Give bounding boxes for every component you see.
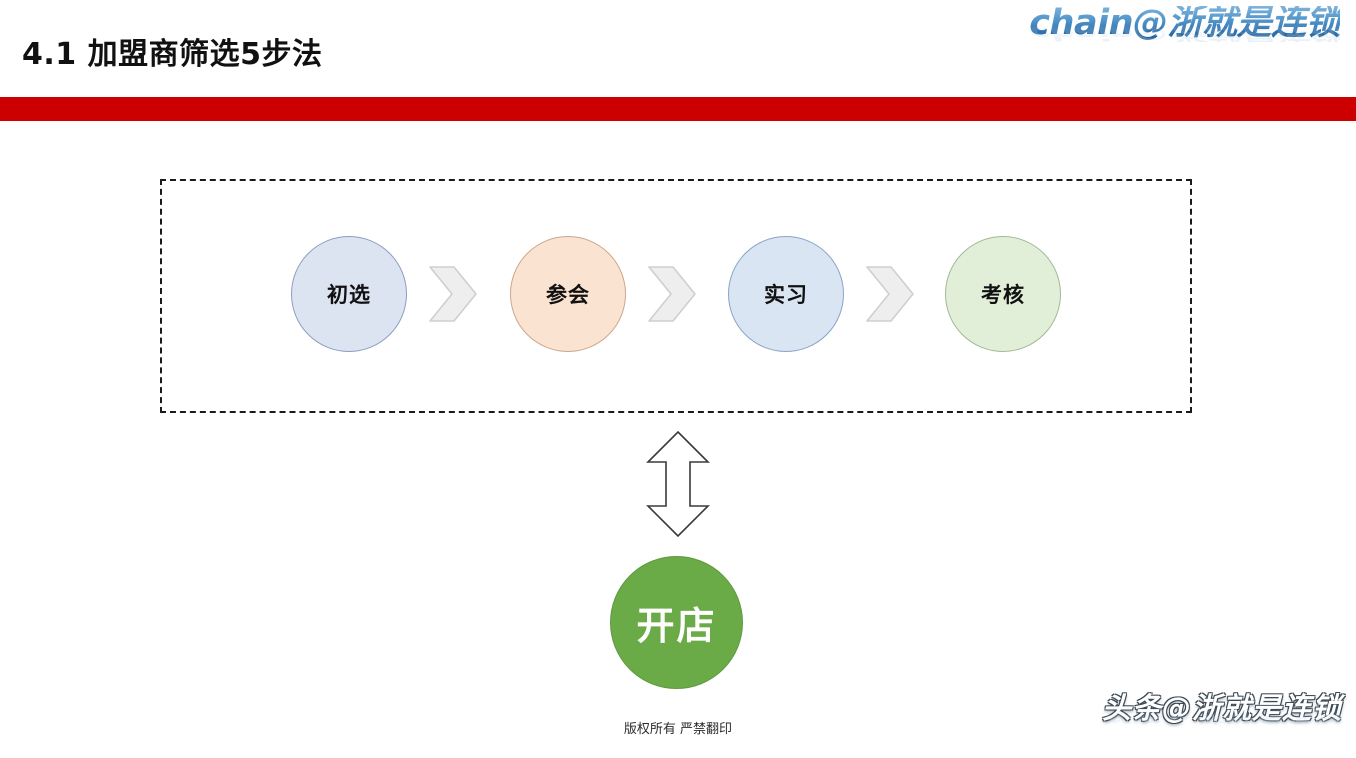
chevron-right-icon <box>866 266 914 322</box>
chevron-right-icon <box>648 266 696 322</box>
chevron-right-icon <box>429 266 477 322</box>
process-step-1[interactable]: 初选 <box>291 236 407 352</box>
process-step-4-label: 考核 <box>981 283 1025 307</box>
page-title: 4.1 加盟商筛选5步法 <box>22 37 323 72</box>
copyright-note: 版权所有 严禁翻印 <box>623 722 733 737</box>
process-frame <box>160 179 1192 413</box>
page-watermark: 头条@浙就是连锁 头条@浙就是连锁 <box>992 694 1342 754</box>
double-headed-arrow-icon <box>646 430 710 538</box>
brand-logo-reflection: chain@浙就是连锁 <box>1029 21 1340 44</box>
process-step-3-label: 实习 <box>764 283 808 307</box>
process-step-2[interactable]: 参会 <box>510 236 626 352</box>
outcome-node-label: 开店 <box>636 604 717 648</box>
process-step-3[interactable]: 实习 <box>728 236 844 352</box>
page-watermark-text: 头条@浙就是连锁 <box>1101 691 1342 725</box>
process-step-2-label: 参会 <box>546 283 590 307</box>
process-step-1-label: 初选 <box>327 283 371 307</box>
process-step-row: 初选 参会 实习 考核 <box>291 236 1061 354</box>
header-divider-bar <box>0 97 1356 121</box>
brand-logo-text: chain@浙就是连锁 <box>960 6 1340 41</box>
outcome-node[interactable]: 开店 <box>610 556 743 689</box>
page-watermark-reflection: 头条@浙就是连锁 <box>1101 707 1342 725</box>
brand-logo: chain@浙就是连锁 chain@浙就是连锁 <box>960 6 1340 82</box>
process-step-4[interactable]: 考核 <box>945 236 1061 352</box>
